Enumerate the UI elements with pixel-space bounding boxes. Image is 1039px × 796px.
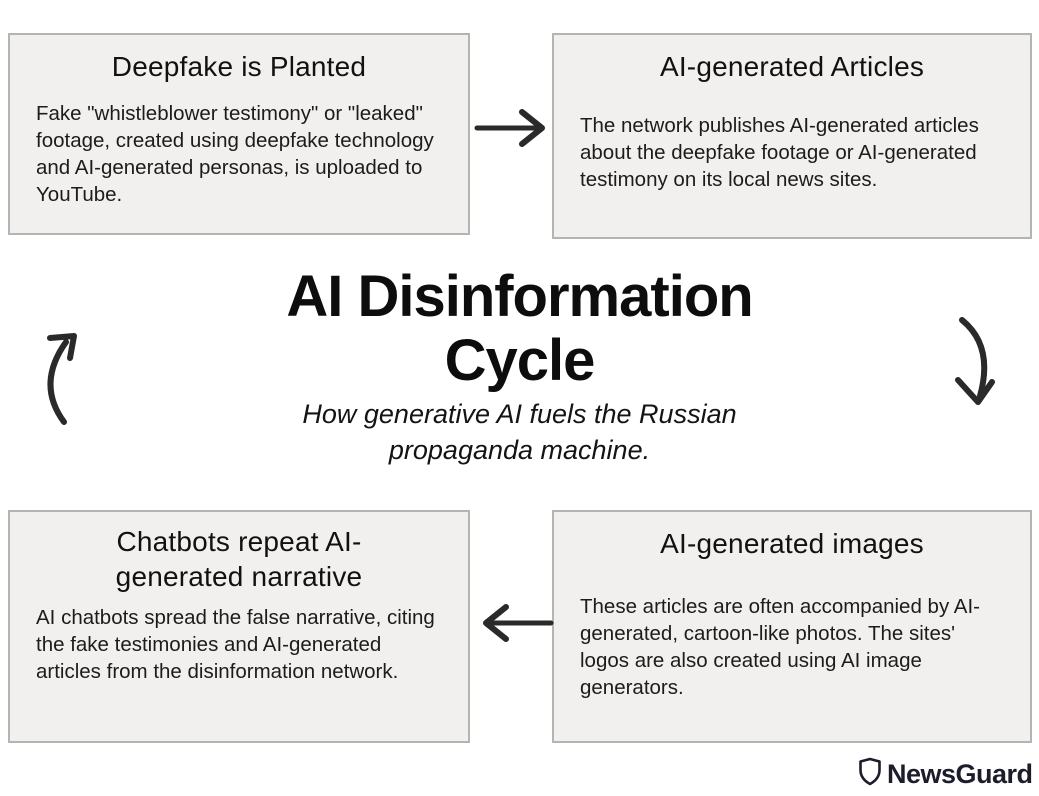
page-subtitle: How generative AI fuels the Russian prop… (302, 399, 737, 466)
box-ai-images-title: AI-generated images (660, 528, 924, 559)
newsguard-logo: NewsGuard (858, 757, 1033, 791)
box-ai-articles-title: AI-generated Articles (659, 51, 925, 82)
page-title-line2: Cycle (444, 327, 596, 393)
box-ai-images-body: These articles are often accompanied by … (580, 595, 980, 700)
box-chatbots-repeat: Chatbots repeat AI-generated narrative A… (8, 510, 470, 743)
box-chatbots-repeat-title: Chatbots repeat AI-generated narrative (115, 526, 363, 592)
box-deepfake-planted-title: Deepfake is Planted (111, 51, 367, 82)
box-deepfake-planted-body: Fake "whistleblower testimony" or "leake… (36, 102, 434, 207)
box-ai-articles: AI-generated Articles The network publis… (552, 33, 1032, 239)
right-arrow-icon (473, 103, 555, 153)
box-chatbots-repeat-body: AI chatbots spread the false narrative, … (36, 606, 435, 684)
newsguard-shield-icon (858, 757, 882, 791)
page-title-line1: AI Disinformation (286, 264, 753, 329)
page-title: AI Disinformation Cycle (0, 265, 1039, 393)
curved-up-arrow-icon (30, 322, 110, 432)
box-ai-images: AI-generated images These articles are o… (552, 510, 1032, 743)
box-ai-articles-body: The network publishes AI-generated artic… (580, 114, 979, 192)
curved-down-arrow-icon (928, 312, 1013, 417)
left-arrow-icon (473, 598, 555, 648)
box-deepfake-planted: Deepfake is Planted Fake "whistleblower … (8, 33, 470, 235)
newsguard-logo-text: NewsGuard (887, 758, 1033, 789)
